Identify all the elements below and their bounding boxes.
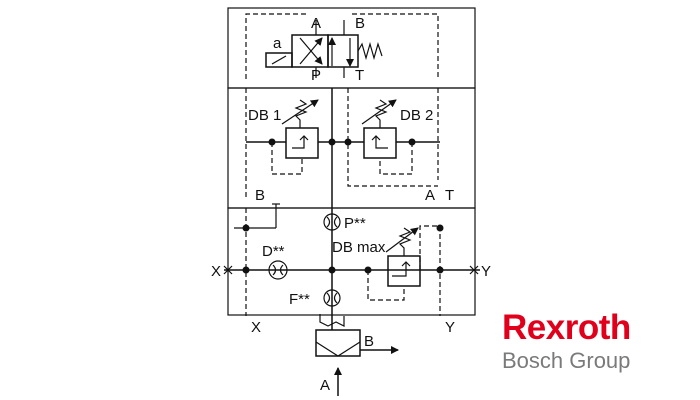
filter-unit [315, 314, 399, 396]
label-db-max: DB max [332, 239, 386, 256]
label-mid-a: A [425, 187, 435, 204]
label-b-out: B [364, 333, 374, 350]
diagram-labels: A B a P T DB 1 DB 2 B A T P** D** DB max… [211, 15, 491, 394]
label-y-bottom: Y [445, 319, 455, 336]
label-x-bottom: X [251, 319, 261, 336]
label-db1: DB 1 [248, 107, 281, 124]
label-port-a-top: A [311, 15, 321, 32]
junction-dots [242, 138, 444, 274]
label-solenoid: a [273, 35, 282, 52]
label-mid-b: B [255, 187, 265, 204]
label-p-orifice: P** [344, 215, 366, 232]
label-port-t: T [355, 67, 364, 84]
logo-group: Bosch Group [502, 348, 631, 373]
block-outlines [227, 7, 476, 316]
label-a-in: A [320, 377, 330, 394]
label-x-left: X [211, 263, 221, 280]
label-port-p: P [311, 67, 321, 84]
label-mid-t: T [445, 187, 454, 204]
directional-valve [245, 13, 439, 80]
label-port-b-top: B [355, 15, 365, 32]
logo-brand: Rexroth [502, 308, 631, 347]
label-y-right: Y [481, 263, 491, 280]
label-db2: DB 2 [400, 107, 433, 124]
relief-valves [245, 88, 440, 208]
label-d-orifice: D** [262, 243, 285, 260]
label-f-orifice: F** [289, 291, 310, 308]
rexroth-logo: Rexroth Bosch Group [502, 310, 672, 374]
